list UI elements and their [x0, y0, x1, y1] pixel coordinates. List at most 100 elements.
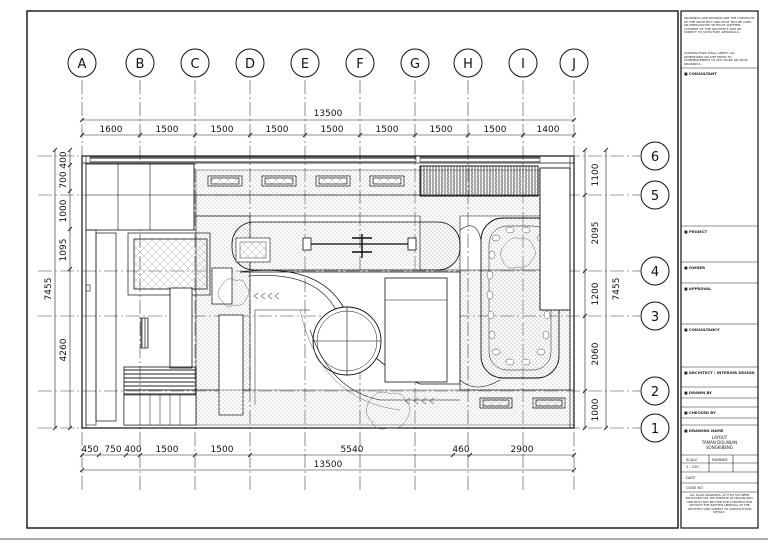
grid-bubble-1: [640, 413, 670, 443]
svg-text:1000: 1000: [59, 199, 69, 222]
svg-text:750: 750: [104, 445, 121, 455]
svg-text:1500: 1500: [211, 445, 234, 455]
left-total-dimension: 7455: [44, 278, 54, 301]
code-no-label: CODE NO: [686, 486, 704, 490]
date-label: DATE: [686, 476, 696, 480]
number-label: NUMBER: [712, 458, 728, 462]
svg-text:3: 3: [651, 310, 659, 325]
grid-bubble-B: [125, 48, 155, 78]
grid-bubble-J: [559, 48, 589, 78]
svg-text:1200: 1200: [591, 282, 601, 305]
top-total-dimension: 13500: [314, 109, 343, 119]
grid-bubble-2: [640, 376, 670, 406]
svg-text:2095: 2095: [591, 222, 601, 245]
svg-text:5540: 5540: [341, 445, 364, 455]
row-grid-bubbles: [640, 141, 670, 443]
floor-plan: [81, 155, 575, 430]
svg-text:5: 5: [651, 189, 659, 204]
svg-text:400: 400: [124, 445, 141, 455]
project-label: ■ PROJECT: [684, 229, 708, 234]
title-block-border: [680, 10, 759, 529]
top-benches: [207, 175, 405, 187]
site-boundary: [81, 155, 575, 429]
svg-text:C: C: [190, 57, 199, 72]
svg-text:6: 6: [651, 150, 659, 165]
svg-text:1000: 1000: [591, 398, 601, 421]
drawing-title: LAYOUT TAMAN DOLANAN SONGKIBENG: [701, 435, 738, 450]
svg-text:1: 1: [651, 422, 659, 437]
svg-text:A: A: [78, 57, 87, 72]
drawn-by-label: ■ DRAWN BY: [684, 390, 712, 395]
grid-bubble-6: [640, 141, 670, 171]
svg-text:1500: 1500: [321, 125, 344, 135]
stage-panel: [384, 277, 448, 383]
svg-text:4260: 4260: [59, 338, 69, 361]
svg-text:F: F: [356, 57, 363, 72]
verify-dimensions-note: CONTRACTORS SHALL VERIFY ALL DIMENSIONS …: [684, 51, 748, 66]
approval-label: ■ APPROVAL: [684, 286, 712, 291]
grid-bubble-D: [235, 48, 265, 78]
architect-label: ■ ARCHITECT / INTERIOR DESIGN: [684, 370, 755, 375]
top-right-grating: [419, 165, 539, 197]
bottom-dimensions: [79, 452, 577, 473]
grid-bubble-5: [640, 180, 670, 210]
grid-bubble-A: [67, 48, 97, 78]
svg-text:1095: 1095: [59, 239, 69, 262]
svg-text:1500: 1500: [211, 125, 234, 135]
grid-bubble-4: [640, 256, 670, 286]
top-dimensions: [79, 117, 577, 138]
bottom-total-dimension: 13500: [314, 460, 343, 470]
svg-text:4: 4: [651, 265, 659, 280]
right-dimensions: [582, 147, 609, 431]
svg-text:I: I: [521, 57, 525, 72]
svg-text:1500: 1500: [376, 125, 399, 135]
scale-value: 1 : 100: [686, 465, 699, 469]
svg-text:1400: 1400: [537, 125, 560, 135]
svg-text:B: B: [136, 57, 145, 72]
drawing-name-label: ■ DRAWING NAME: [684, 428, 724, 433]
grid-bubble-I: [508, 48, 538, 78]
grid-bubble-F: [345, 48, 375, 78]
svg-text:G: G: [410, 57, 420, 72]
copyright-disclaimer: DRAWINGS AND DESIGNS ARE THE COPYRIGHT O…: [684, 16, 755, 35]
bench-3: [211, 267, 233, 305]
svg-text:1500: 1500: [430, 125, 453, 135]
svg-text:2060: 2060: [591, 342, 601, 365]
owner-label: ■ OWNER: [684, 265, 706, 270]
svg-text:1500: 1500: [156, 445, 179, 455]
svg-text:1100: 1100: [591, 163, 601, 186]
column-grid-bubbles: [67, 48, 589, 78]
svg-text:2: 2: [651, 385, 659, 400]
grid-bubble-G: [400, 48, 430, 78]
top-shelf: [89, 156, 417, 163]
svg-text:H: H: [463, 57, 473, 72]
svg-text:1500: 1500: [484, 125, 507, 135]
grid-bubble-E: [290, 48, 320, 78]
svg-text:460: 460: [452, 445, 469, 455]
svg-text:J: J: [571, 57, 576, 72]
checked-by-label: ■ CHECKED BY: [684, 410, 716, 415]
svg-text:400: 400: [59, 151, 69, 168]
grid-bubble-H: [453, 48, 483, 78]
scale-label: SCALE: [686, 458, 698, 462]
svg-text:1500: 1500: [266, 125, 289, 135]
central-court: [231, 221, 461, 271]
grate-vertical: [140, 317, 149, 349]
right-total-dimension: 7455: [612, 278, 622, 301]
svg-text:D: D: [245, 57, 255, 72]
bottom-disclaimer: ALL SOLID DRAWINGS, AS THAT HAS BEEN PRO…: [685, 493, 754, 515]
svg-text:1600: 1600: [100, 125, 123, 135]
right-tall-panel: [539, 167, 571, 311]
left-block: [85, 163, 195, 231]
svg-text:E: E: [301, 57, 309, 72]
svg-text:450: 450: [81, 445, 98, 455]
svg-text:700: 700: [59, 171, 69, 188]
consultant-label: ■ CONSULTANT: [684, 71, 717, 76]
grid-bubble-3: [640, 301, 670, 331]
grid-bubble-C: [180, 48, 210, 78]
sheet-border: [26, 10, 679, 529]
consultancy-label: ■ CONSULTANCY: [684, 327, 720, 332]
svg-text:2900: 2900: [511, 445, 534, 455]
